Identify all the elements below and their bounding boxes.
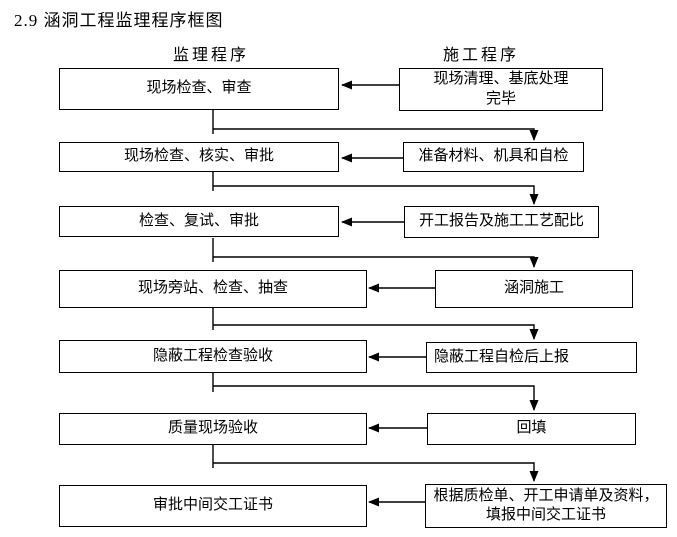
supervision-column-header: 监理程序 xyxy=(172,47,249,64)
flow-box-construction-fill-interim-certificate: 根据质检单、开工申请单及资料， 填报中间交工证书 xyxy=(425,484,667,528)
construction-column-header: 施工程序 xyxy=(442,47,519,64)
connector-supervision4-to-construction5 xyxy=(213,324,539,340)
flow-box-supervision-quality-site-acceptance: 质量现场验收 xyxy=(59,413,367,445)
flow-box-supervision-approve-interim-certificate: 审批中间交工证书 xyxy=(59,485,367,527)
flow-box-construction-hidden-work-selfcheck-report: 隐蔽工程自检后上报 xyxy=(426,342,637,373)
flow-box-construction-site-clearing-done: 现场清理、基底处理 完毕 xyxy=(399,68,603,111)
flow-box-construction-culvert-construction: 涵洞施工 xyxy=(435,270,633,308)
section-heading: 2.9 涵洞工程监理程序框图 xyxy=(14,11,224,30)
connector-supervision1-to-construction2 xyxy=(213,128,539,141)
flow-box-construction-start-report-mix: 开工报告及施工工艺配比 xyxy=(404,206,599,238)
connector-supervision2-to-construction3 xyxy=(213,185,539,205)
flow-box-supervision-site-check-review: 现场检查、审查 xyxy=(59,68,339,110)
flow-box-construction-backfill: 回填 xyxy=(427,413,636,445)
flow-box-supervision-hidden-work-acceptance: 隐蔽工程检查验收 xyxy=(59,340,367,373)
flow-box-supervision-witness-check-sample: 现场旁站、检查、抽查 xyxy=(59,270,367,308)
connector-supervision5-to-construction6 xyxy=(213,385,539,411)
flow-box-supervision-check-retest-approve: 检查、复试、审批 xyxy=(59,206,339,237)
flow-box-supervision-check-verify-approve: 现场检查、核实、审批 xyxy=(59,142,339,172)
connector-supervision3-to-construction4 xyxy=(213,256,539,268)
connector-supervision6-to-construction7 xyxy=(213,462,539,482)
flow-box-construction-prepare-materials: 准备材料、机具和自检 xyxy=(403,142,584,172)
